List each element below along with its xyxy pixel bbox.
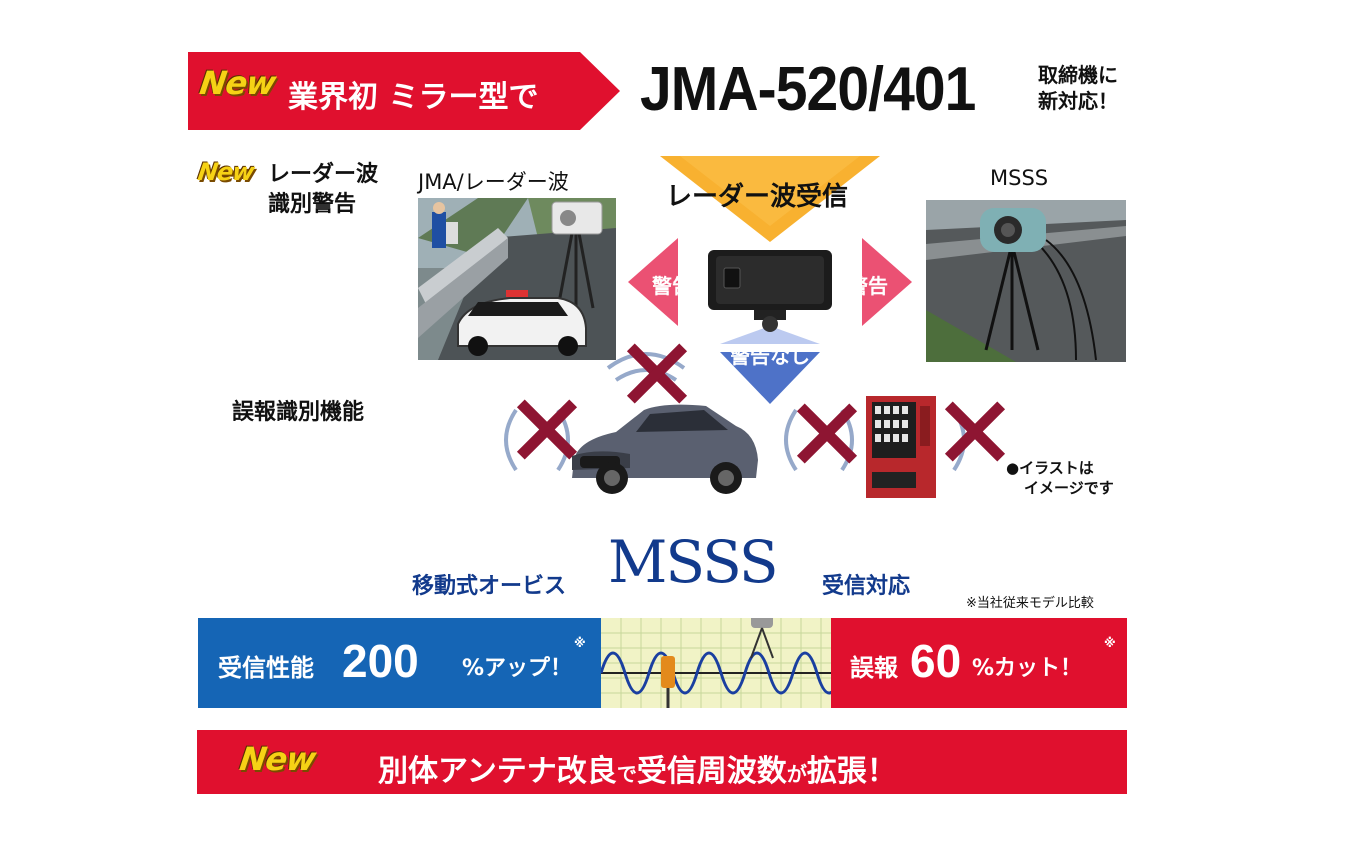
car-illustration [572,404,758,494]
radar-title-line2: 識別警告 [268,192,357,217]
new-badge: New [197,64,278,102]
banner-headline: 業界初 ミラー型で [288,80,539,115]
jma-photo-label: JMA/レーダー波 [418,170,569,194]
new-badge: New [196,158,256,186]
false-alarm-mark: ※ [1104,636,1116,650]
banner-text-e: 拡張！ [806,754,897,789]
radar-feature-title: レーダー波 識別警告 [268,160,378,220]
msss-prefix: 移動式オービス [412,574,567,599]
reception-label: 受信性能 [218,654,314,682]
false-alarm-label: 誤報 [850,654,898,682]
banner-text-c: 受信周波数 [636,754,787,789]
comparison-footnote: ※当社従来モデル比較 [966,596,1094,611]
reception-mark: ※ [574,636,586,650]
radar-receive-label: レーダー波受信 [666,182,849,212]
note-line1: ●イラストは [1006,459,1094,477]
illustration-note: ●イラストは イメージです [1006,458,1114,498]
banner-text-a: 別体アンテナ改良 [378,754,617,789]
msss-photo-label: MSSS [990,166,1049,190]
new-badge: New [237,740,318,778]
warn-left-label: 警告 [652,274,692,298]
vending-machine-illustration [866,396,936,498]
note-line2: イメージです [1024,479,1114,497]
cross-mark [790,396,864,470]
jma-radar-photo [418,198,616,360]
antenna-banner-text: 別体アンテナ改良で受信周波数が拡張！ [378,746,897,790]
false-alarm-unit: %カット！ [972,656,1083,681]
false-alarm-panel [831,618,1127,708]
reception-value: 200 [342,635,419,687]
model-side-note: 取締機に 新対応！ [1038,62,1118,114]
radar-title-line1: レーダー波 [268,162,379,187]
reception-performance-panel [198,618,601,708]
msss-name: MSSS [608,528,779,596]
warn-right-label: 警告 [848,274,888,298]
msss-suffix: 受信対応 [822,574,911,599]
cross-mark [938,394,1012,468]
signal-wave-graph [601,618,831,708]
reception-unit: %アップ！ [462,656,573,681]
model-name: JMA-520/401 [640,55,976,124]
banner-text-d: が [786,762,807,786]
side-note-line2: 新対応！ [1038,89,1118,113]
msss-radar-photo [926,200,1126,362]
top-banner [188,52,620,130]
false-alarm-value: 60 [910,635,962,687]
side-note-line1: 取締機に [1038,63,1118,87]
misreport-feature-title: 誤報識別機能 [232,400,365,425]
radar-signal-diagram [628,156,912,404]
banner-text-b: で [616,762,637,786]
no-warn-label: 警告なし [730,344,810,368]
antenna-banner [197,730,1127,794]
